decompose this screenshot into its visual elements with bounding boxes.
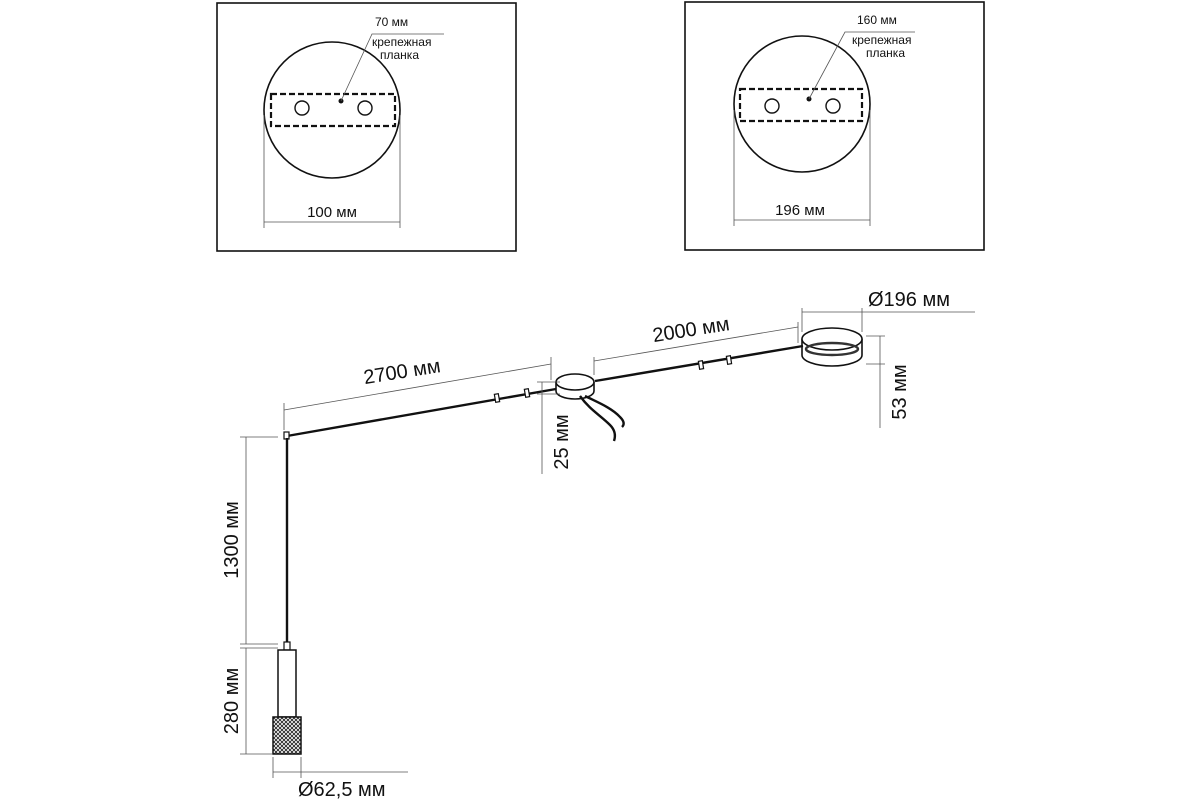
cable-left-label: 2700 мм <box>362 355 442 389</box>
dimension-canopy-diameter: Ø196 мм <box>801 289 975 332</box>
plate-leader-line <box>340 33 444 102</box>
canopy-diameter-label: Ø196 мм <box>868 289 950 311</box>
pendant-lamp <box>272 641 302 755</box>
dimension-canopy-height: 53 мм <box>866 335 911 428</box>
mounting-plate <box>269 92 397 128</box>
plate-length-label: 160 мм <box>857 13 897 27</box>
screw-hole-right <box>357 100 373 116</box>
drop-length-label: 1300 мм <box>221 501 243 579</box>
canopy-height-label: 53 мм <box>889 364 911 419</box>
main-assembly: 2000 мм 2700 мм Ø196 мм 53 мм <box>221 289 975 800</box>
cable-clip <box>523 388 531 398</box>
detail-panel-large-canopy: 160 мм крепежная планка 196 мм <box>684 1 985 251</box>
lamp-mesh-shade <box>272 716 302 755</box>
plate-length-label: 70 мм <box>375 15 408 29</box>
panel-frame <box>216 2 517 252</box>
cable-clip <box>725 355 733 365</box>
lamp-diameter-label: Ø62,5 мм <box>298 779 386 800</box>
suspension-hook <box>283 431 290 440</box>
canopy-outline <box>733 35 871 173</box>
dimension-lamp-diameter: Ø62,5 мм <box>272 757 408 800</box>
hub-height-label: 25 мм <box>551 414 573 469</box>
supply-wire <box>579 395 617 442</box>
detail-panel-small-canopy: 70 мм крепежная планка 100 мм <box>216 2 517 252</box>
hub-canopy <box>555 373 625 442</box>
canopy-outline <box>263 41 401 179</box>
screw-hole-left <box>294 100 310 116</box>
plate-name-line1: крепежная <box>372 35 431 49</box>
cable-clip <box>493 393 501 403</box>
panel-frame <box>684 1 985 251</box>
diameter-label: 100 мм <box>307 204 357 221</box>
screw-hole-right <box>825 98 841 114</box>
cable-clip <box>697 360 705 370</box>
screw-hole-left <box>764 98 780 114</box>
dimension-drop-length: 1300 мм <box>221 436 278 645</box>
dimension-cable-left: 2700 мм <box>283 355 552 430</box>
diameter-label: 196 мм <box>775 202 825 219</box>
dimension-lamp-height: 280 мм <box>221 647 278 755</box>
dimension-cable-right: 2000 мм <box>593 313 799 375</box>
plate-name-line2: планка <box>380 48 419 62</box>
large-canopy <box>801 327 863 367</box>
lamp-height-label: 280 мм <box>221 668 243 734</box>
cable-left-span <box>286 387 557 438</box>
plate-leader-line <box>808 31 915 100</box>
supply-wire <box>584 394 625 428</box>
dimension-hub-height: 25 мм <box>537 381 573 474</box>
mounting-plate <box>738 87 864 123</box>
plate-name-line1: крепежная <box>852 33 911 47</box>
plate-name-line2: планка <box>866 46 905 60</box>
cable-right-label: 2000 мм <box>651 313 731 347</box>
